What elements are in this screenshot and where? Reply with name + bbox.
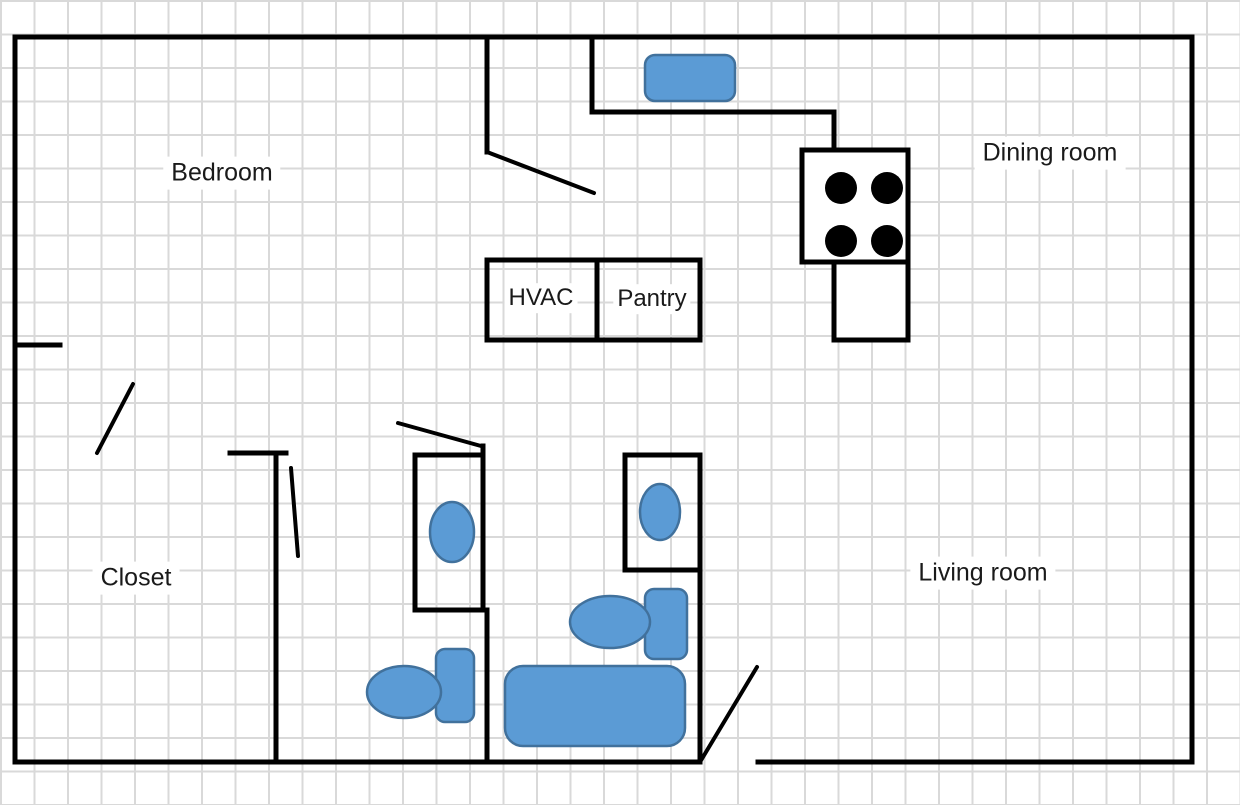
room-label-hvac: HVAC — [504, 283, 578, 313]
toilet-corner-bathroom — [365, 664, 443, 720]
bathtub — [503, 664, 687, 748]
door-hall-bathroom-leaf — [396, 421, 483, 448]
room-label-closet: Closet — [92, 561, 180, 595]
door-living-room-leaf — [698, 665, 759, 764]
stove-burner-4 — [871, 225, 903, 257]
stove-burner-3 — [825, 225, 857, 257]
stove-burner-2 — [871, 172, 903, 204]
room-label-dining-room: Dining room — [974, 136, 1126, 170]
bathroom-sink — [568, 594, 652, 650]
room-label-living-room: Living room — [910, 556, 1056, 590]
toilet-corner-tank — [434, 647, 476, 724]
kitchen-cabinet-outline — [831, 259, 911, 343]
toilet-hall-bathroom — [428, 500, 476, 564]
fixtures — [365, 53, 903, 748]
toilet-main-bathroom — [638, 482, 682, 542]
stove-burner-1 — [825, 172, 857, 204]
room-label-pantry: Pantry — [613, 284, 691, 314]
room-label-bedroom: Bedroom — [163, 156, 281, 190]
door-bedroom-leaf — [485, 150, 596, 195]
door-hall-leaf — [95, 382, 135, 455]
kitchen-sink — [643, 53, 737, 103]
door-closet-leaf — [289, 466, 300, 558]
bathroom-sink-cabinet — [643, 587, 689, 661]
